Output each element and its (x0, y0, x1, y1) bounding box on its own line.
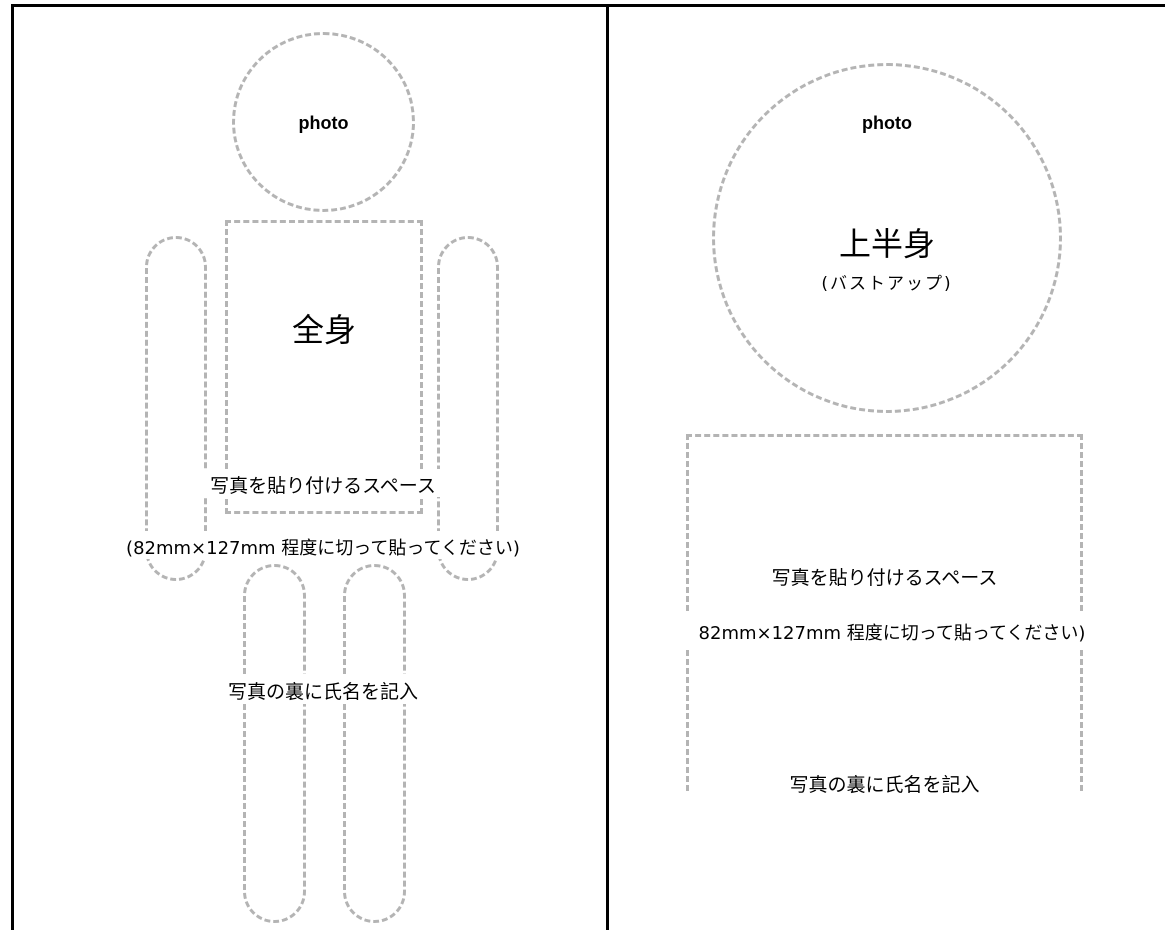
torso-outline (225, 220, 423, 514)
left-size-note: (82mm×127mm 程度に切って貼ってください) (126, 538, 520, 559)
left-space-label: 写真を貼り付けるスペース (210, 475, 436, 497)
right-back-note: 写真の裏に氏名を記入 (789, 774, 980, 796)
right-size-note: 82mm×127mm 程度に切って貼ってください) (698, 623, 1086, 644)
frame-left-border (11, 4, 14, 930)
left-photo-label: photo (298, 113, 349, 133)
bust-circle-outline (712, 63, 1062, 413)
full-body-panel: photo 全身 写真を貼り付けるスペース (82mm×127mm 程度に切って… (14, 7, 606, 930)
right-leg-outline (343, 564, 406, 923)
right-space-label: 写真を貼り付けるスペース (771, 567, 998, 589)
left-arm-outline (145, 236, 207, 581)
left-back-note: 写真の裏に氏名を記入 (227, 681, 418, 703)
size-note-backdrop (94, 531, 564, 559)
space-label-backdrop (186, 469, 464, 497)
right-size-note-backdrop (677, 612, 1107, 648)
bust-up-sublabel: (バストアップ) (821, 274, 953, 294)
right-photo-label: photo (862, 113, 912, 133)
upper-body-label: 上半身 (838, 225, 935, 263)
right-arm-outline (437, 236, 499, 581)
full-body-label: 全身 (291, 311, 356, 349)
frame-top-border (11, 4, 1165, 7)
upper-body-panel: photo 上半身 (バストアップ) 写真を貼り付けるスペース 82mm×127… (609, 7, 1165, 930)
head-outline (232, 32, 415, 212)
back-note-backdrop (214, 674, 434, 704)
left-leg-outline (243, 564, 306, 923)
frame-divider (606, 4, 609, 930)
box-bottom-backdrop (679, 791, 1099, 861)
